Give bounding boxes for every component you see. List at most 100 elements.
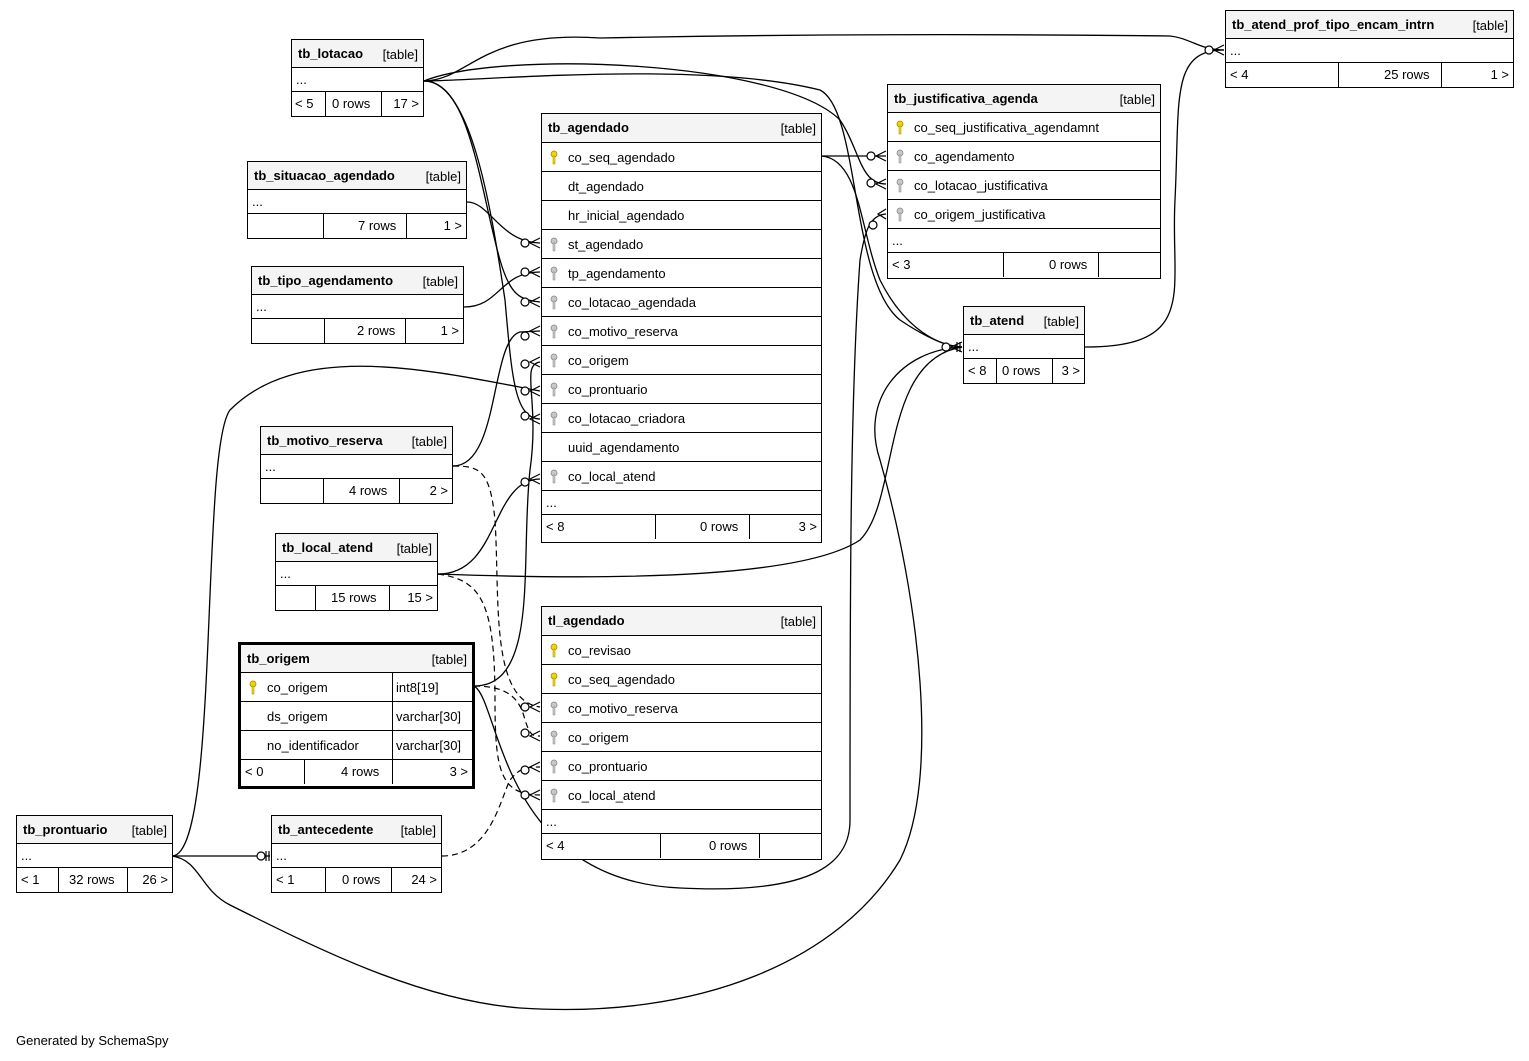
edge-lotacao-criadora	[423, 80, 541, 420]
column-row-fk[interactable]: co_origem	[542, 723, 821, 752]
table-tb-atend[interactable]: tb_atend [table] ... < 8 0 rows 3 >	[963, 306, 1085, 384]
table-type: [table]	[1119, 92, 1155, 107]
column-row-fk[interactable]: tp_agendamento	[542, 259, 821, 288]
column-name: co_seq_agendado	[568, 150, 675, 165]
parents-link[interactable]: < 1	[276, 872, 295, 887]
children-link[interactable]: 24 >	[411, 872, 437, 887]
column-row[interactable]: ds_origem varchar[30]	[241, 702, 472, 731]
table-tb-prontuario[interactable]: tb_prontuario [table] ... < 1 32 rows 26…	[16, 815, 173, 893]
table-tb-lotacao[interactable]: tb_lotacao [table] ... < 5 0 rows 17 >	[291, 39, 424, 117]
ellipsis: ...	[21, 848, 32, 863]
table-tb-agendado[interactable]: tb_agendado [table] co_seq_agendado dt_a…	[541, 113, 822, 543]
parents-link[interactable]: < 8	[546, 519, 565, 534]
column-name: co_lotacao_agendada	[568, 295, 696, 310]
table-name: tb_atend_prof_tipo_encam_intrn	[1232, 17, 1435, 32]
edge-lotacao-atend	[423, 73, 963, 348]
parents-link[interactable]: < 0	[245, 764, 264, 779]
table-tb-tipo-agendamento[interactable]: tb_tipo_agendamento [table] ... 2 rows 1…	[251, 266, 464, 344]
column-row-pk[interactable]: co_seq_justificativa_agendamnt	[888, 113, 1160, 142]
column-row-fk[interactable]: co_prontuario	[542, 375, 821, 404]
ellipsis-row: ...	[272, 844, 441, 868]
endpoint-lotacao-agendada	[520, 297, 530, 307]
parents-link[interactable]: < 4	[546, 838, 565, 853]
column-row-fk[interactable]: co_origem	[542, 346, 821, 375]
table-footer: 4 rows 2 >	[261, 479, 452, 503]
row-count: 15 rows	[331, 590, 377, 605]
children-link[interactable]: 3 >	[798, 519, 817, 534]
children-link[interactable]: 1 >	[440, 323, 459, 338]
ellipsis: ...	[892, 233, 903, 248]
table-type: [table]	[422, 274, 458, 289]
primary-key-icon	[550, 672, 558, 687]
row-count: 4 rows	[349, 483, 388, 498]
children-link[interactable]: 1 >	[1490, 67, 1509, 82]
column-row-fk[interactable]: co_local_atend	[542, 781, 821, 810]
column-row-fk[interactable]: co_lotacao_agendada	[542, 288, 821, 317]
ellipsis: ...	[256, 299, 267, 314]
ellipsis-row: ...	[276, 562, 437, 586]
table-tb-justificativa-agenda[interactable]: tb_justificativa_agenda [table] co_seq_j…	[887, 84, 1161, 279]
column-name: uuid_agendamento	[568, 440, 680, 455]
table-tl-agendado[interactable]: tl_agendado [table] co_revisao co_seq_ag…	[541, 606, 822, 860]
column-row[interactable]: uuid_agendamento	[542, 433, 821, 462]
row-count: 7 rows	[358, 218, 397, 233]
column-row-pk[interactable]: co_seq_agendado	[542, 143, 821, 172]
column-row-pk[interactable]: co_seq_agendado	[542, 665, 821, 694]
edge-origem-justificativa	[473, 213, 887, 890]
bar-antecedente	[265, 851, 270, 861]
table-tb-local-atend[interactable]: tb_local_atend [table] ... 15 rows 15 >	[275, 533, 438, 611]
parents-link[interactable]: < 4	[1230, 67, 1249, 82]
ellipsis: ...	[546, 495, 557, 510]
endpoint-motivo-reserva	[520, 331, 530, 341]
column-row-fk[interactable]: co_lotacao_criadora	[542, 404, 821, 433]
column-name: ds_origem	[267, 709, 328, 724]
primary-key-icon	[550, 643, 558, 658]
children-link[interactable]: 3 >	[449, 764, 468, 779]
column-row-fk[interactable]: co_origem_justificativa	[888, 200, 1160, 229]
column-row-fk[interactable]: co_motivo_reserva	[542, 694, 821, 723]
children-link[interactable]: 15 >	[407, 590, 433, 605]
column-row[interactable]: co_origem int8[19]	[241, 673, 472, 702]
parents-link[interactable]: < 5	[295, 96, 314, 111]
children-link[interactable]: 17 >	[393, 96, 419, 111]
column-row-fk[interactable]: co_lotacao_justificativa	[888, 171, 1160, 200]
column-row-fk[interactable]: co_local_atend	[542, 462, 821, 491]
row-count: 0 rows	[709, 838, 748, 853]
crowfoot-atend	[949, 341, 963, 353]
table-name: tb_tipo_agendamento	[258, 273, 394, 288]
column-row-fk[interactable]: st_agendado	[542, 230, 821, 259]
children-link[interactable]: 3 >	[1061, 363, 1080, 378]
foreign-key-icon	[550, 411, 558, 426]
children-link[interactable]: 26 >	[142, 872, 168, 887]
column-name: co_origem_justificativa	[914, 207, 1046, 222]
parents-link[interactable]: < 1	[21, 872, 40, 887]
primary-key-icon	[249, 680, 257, 695]
table-tb-origem[interactable]: tb_origem [table] co_origem int8[19] ds_…	[238, 642, 475, 789]
endpoint-co-prontuario	[520, 386, 530, 396]
endpoint-antecedente	[256, 851, 266, 861]
column-row-pk[interactable]: co_revisao	[542, 636, 821, 665]
column-row-fk[interactable]: co_motivo_reserva	[542, 317, 821, 346]
table-tb-situacao-agendado[interactable]: tb_situacao_agendado [table] ... 7 rows …	[247, 161, 467, 239]
ellipsis-row: ...	[261, 455, 452, 479]
column-row-fk[interactable]: co_agendamento	[888, 142, 1160, 171]
column-row-fk[interactable]: co_prontuario	[542, 752, 821, 781]
children-link[interactable]: 1 >	[443, 218, 462, 233]
table-tb-motivo-reserva[interactable]: tb_motivo_reserva [table] ... 4 rows 2 >	[260, 426, 453, 504]
row-count: 2 rows	[357, 323, 396, 338]
table-tb-antecedente[interactable]: tb_antecedente [table] ... < 1 0 rows 24…	[271, 815, 442, 893]
table-name: tb_local_atend	[282, 540, 374, 555]
ellipsis: ...	[252, 194, 263, 209]
edge-prontuario-agendado	[171, 365, 541, 857]
column-row[interactable]: hr_inicial_agendado	[542, 201, 821, 230]
column-row[interactable]: no_identificador varchar[30]	[241, 731, 472, 760]
table-footer: < 3 0 rows	[888, 253, 1160, 277]
parents-link[interactable]: < 3	[892, 257, 911, 272]
edge-situacao-st	[466, 201, 541, 244]
table-header: tb_antecedente [table]	[272, 816, 441, 844]
table-tb-atend-prof-tipo-encam-intrn[interactable]: tb_atend_prof_tipo_encam_intrn [table] .…	[1225, 10, 1514, 88]
children-link[interactable]: 2 >	[429, 483, 448, 498]
foreign-key-icon	[550, 295, 558, 310]
parents-link[interactable]: < 8	[968, 363, 987, 378]
column-row[interactable]: dt_agendado	[542, 172, 821, 201]
